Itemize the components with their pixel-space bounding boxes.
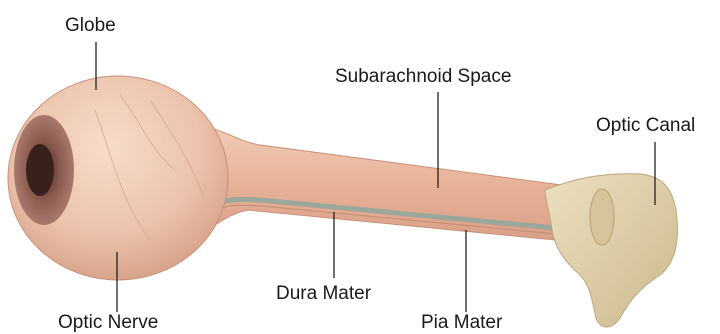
optic-canal-opening xyxy=(590,189,614,245)
label-dura-mater: Dura Mater xyxy=(276,284,371,303)
label-subarachnoid-space: Subarachnoid Space xyxy=(335,67,511,86)
label-optic-canal: Optic Canal xyxy=(596,116,695,135)
optic-canal-bone xyxy=(545,174,677,327)
label-globe: Globe xyxy=(65,16,116,35)
label-pia-mater: Pia Mater xyxy=(421,313,502,332)
optic-nerve-shape xyxy=(170,124,600,255)
pupil-shape xyxy=(26,144,54,196)
label-optic-nerve: Optic Nerve xyxy=(58,313,158,332)
